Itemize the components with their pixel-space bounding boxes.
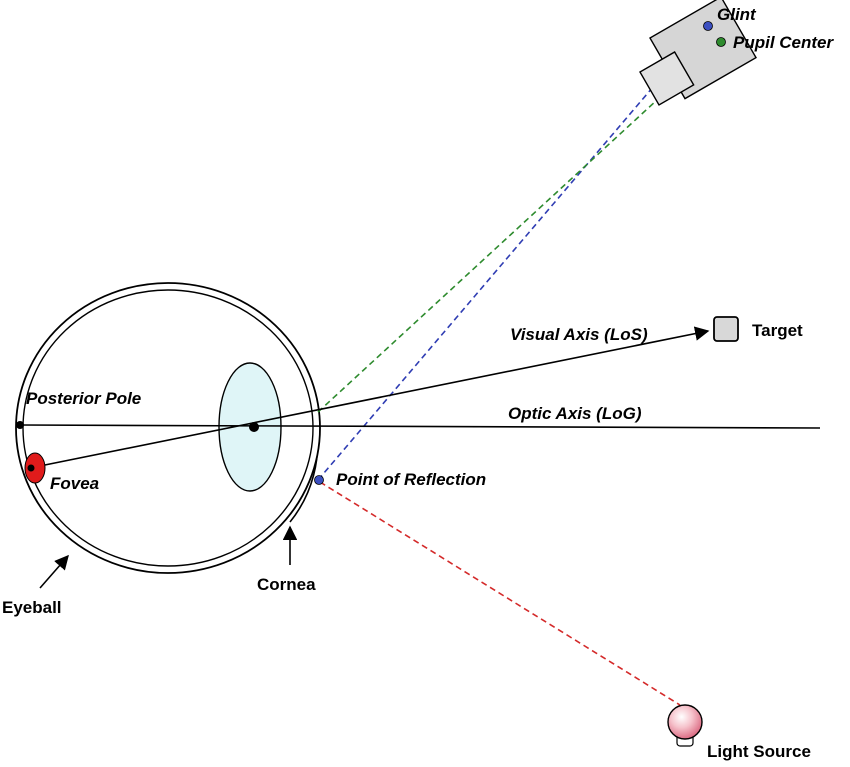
nodal-point-dot [249,422,259,432]
eyeball-inner [22,289,314,567]
cornea-label: Cornea [257,575,316,594]
point-of-reflection-label: Point of Reflection [336,470,486,489]
camera [639,0,757,106]
eyeball-label: Eyeball [2,598,62,617]
reflection-dot [314,475,324,485]
glint-dot [703,21,713,31]
posterior-pole-dot [16,421,24,429]
light-source-label: Light Source [707,742,811,761]
eyeball-pointer [39,554,69,589]
glint-label: Glint [717,5,757,24]
pupil-ray [317,41,721,413]
light-ray [319,481,681,706]
light-source-icon [667,704,703,747]
optic-axis-label: Optic Axis (LoG) [508,404,642,423]
posterior-pole-label: Posterior Pole [26,389,141,408]
pupil-center-dot [716,37,726,47]
optic-axis-line [19,424,821,429]
fovea-spot [24,452,46,484]
pupil-center-label: Pupil Center [733,33,835,52]
fovea-dot [27,464,35,472]
fovea-label: Fovea [50,474,99,493]
visual-axis-label: Visual Axis (LoS) [510,325,648,344]
target-label: Target [752,321,803,340]
visual-axis-line [29,326,710,469]
camera-lens [639,51,695,106]
light-bulb [667,704,703,740]
target-icon [713,316,739,342]
